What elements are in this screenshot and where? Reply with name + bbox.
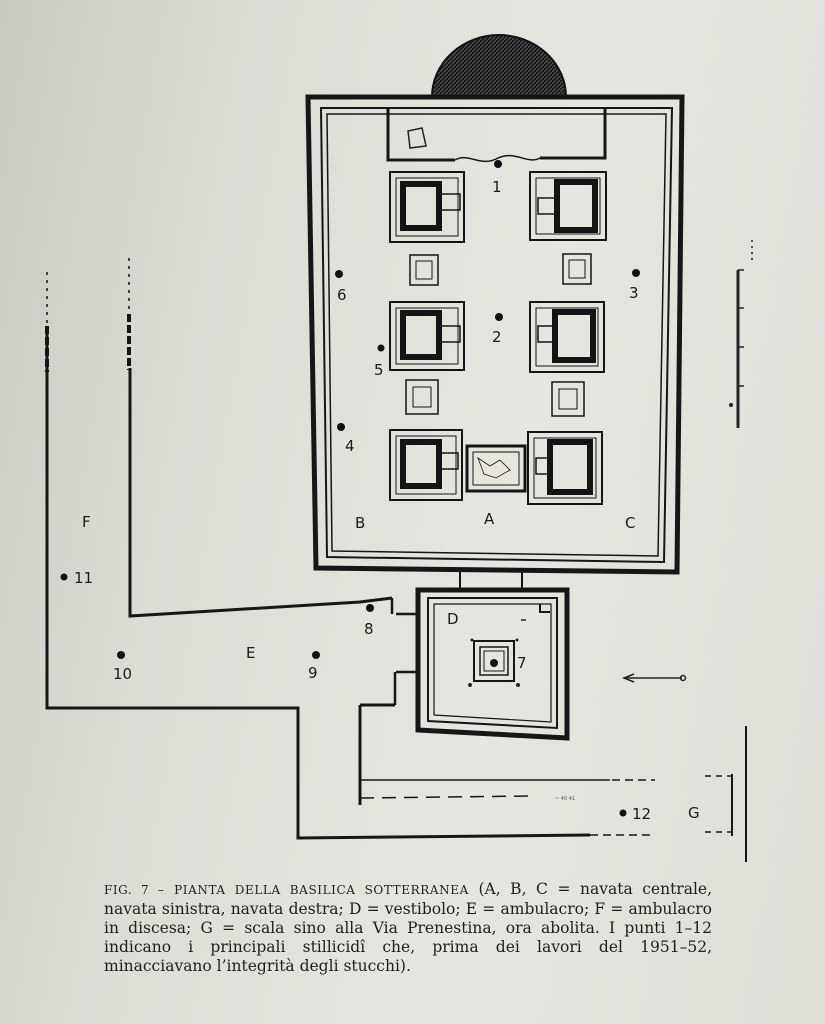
pillar-left-2 bbox=[389, 301, 465, 371]
label-e: E bbox=[246, 644, 255, 662]
vestibule-walls bbox=[415, 587, 570, 741]
basilica-floor-plan: ~ 40 41 A B C D E F G 1 2 3 4 5 6 7 8 9 … bbox=[45, 34, 753, 862]
point-12-label: 12 bbox=[632, 805, 651, 823]
apse bbox=[430, 34, 568, 98]
pillar-right-2 bbox=[529, 301, 605, 373]
label-d: D bbox=[447, 610, 459, 628]
point-9-dot bbox=[312, 651, 320, 659]
point-10-dot bbox=[117, 651, 125, 659]
ambulacro-walls bbox=[45, 330, 591, 840]
north-arrow bbox=[621, 673, 687, 683]
point-8-dot bbox=[366, 604, 374, 612]
point-12-dot bbox=[619, 809, 627, 817]
column-base-1 bbox=[409, 254, 439, 286]
caption-title: PIANTA DELLA BASILICA SOTTERRANEA bbox=[174, 883, 469, 897]
point-4-label: 4 bbox=[345, 437, 355, 455]
chancel-block bbox=[407, 127, 427, 149]
ves-corner-2 bbox=[516, 683, 520, 687]
column-base-3 bbox=[405, 379, 439, 415]
point-6-dot bbox=[335, 270, 343, 278]
point-5-label: 5 bbox=[374, 361, 384, 379]
point-3-label: 3 bbox=[629, 284, 639, 302]
point-10-label: 10 bbox=[113, 665, 132, 683]
point-2-label: 2 bbox=[492, 328, 502, 346]
passage bbox=[459, 568, 523, 590]
doorway bbox=[390, 598, 418, 705]
label-g: G bbox=[688, 804, 700, 822]
caption-fig-number: FIG. 7 – bbox=[104, 883, 165, 897]
pillar-left-1 bbox=[389, 171, 465, 243]
point-3-dot bbox=[632, 269, 640, 277]
point-9-label: 9 bbox=[308, 664, 318, 682]
caption-text: (A, B, C = navata centrale, navata sinis… bbox=[104, 880, 713, 975]
label-c: C bbox=[625, 514, 635, 532]
scale-bar bbox=[729, 240, 753, 428]
point-7-label: 7 bbox=[517, 654, 527, 672]
ves-corner-4 bbox=[515, 638, 519, 642]
point-8-label: 8 bbox=[364, 620, 374, 638]
pillar-left-3 bbox=[389, 429, 463, 501]
figure-caption: FIG. 7 – PIANTA DELLA BASILICA SOTTERRAN… bbox=[104, 880, 712, 976]
pillars bbox=[389, 171, 607, 505]
point-5-dot bbox=[377, 344, 385, 352]
point-7-dot bbox=[490, 659, 498, 667]
point-11-label: 11 bbox=[74, 569, 93, 587]
main-hall-walls bbox=[305, 94, 685, 575]
label-a: A bbox=[484, 510, 495, 528]
drip-points bbox=[60, 160, 640, 817]
column-base-2 bbox=[562, 253, 592, 285]
point-1-dot bbox=[494, 160, 502, 168]
ves-corner-3 bbox=[470, 638, 474, 642]
ves-corner-1 bbox=[468, 683, 472, 687]
point-11-dot bbox=[60, 573, 68, 581]
point-4-dot bbox=[337, 423, 345, 431]
label-f: F bbox=[82, 513, 91, 531]
altar bbox=[465, 444, 527, 493]
ambulacro-dashes bbox=[45, 258, 131, 372]
scale-text: ~ 40 41 bbox=[555, 796, 575, 802]
point-2-dot bbox=[495, 313, 503, 321]
point-6-label: 6 bbox=[337, 286, 347, 304]
point-1-label: 1 bbox=[492, 178, 502, 196]
column-base-4 bbox=[551, 381, 585, 417]
label-b: B bbox=[355, 514, 365, 532]
stair-g bbox=[359, 726, 747, 862]
pillar-right-3 bbox=[527, 431, 603, 505]
pillar-right-1 bbox=[529, 171, 607, 241]
